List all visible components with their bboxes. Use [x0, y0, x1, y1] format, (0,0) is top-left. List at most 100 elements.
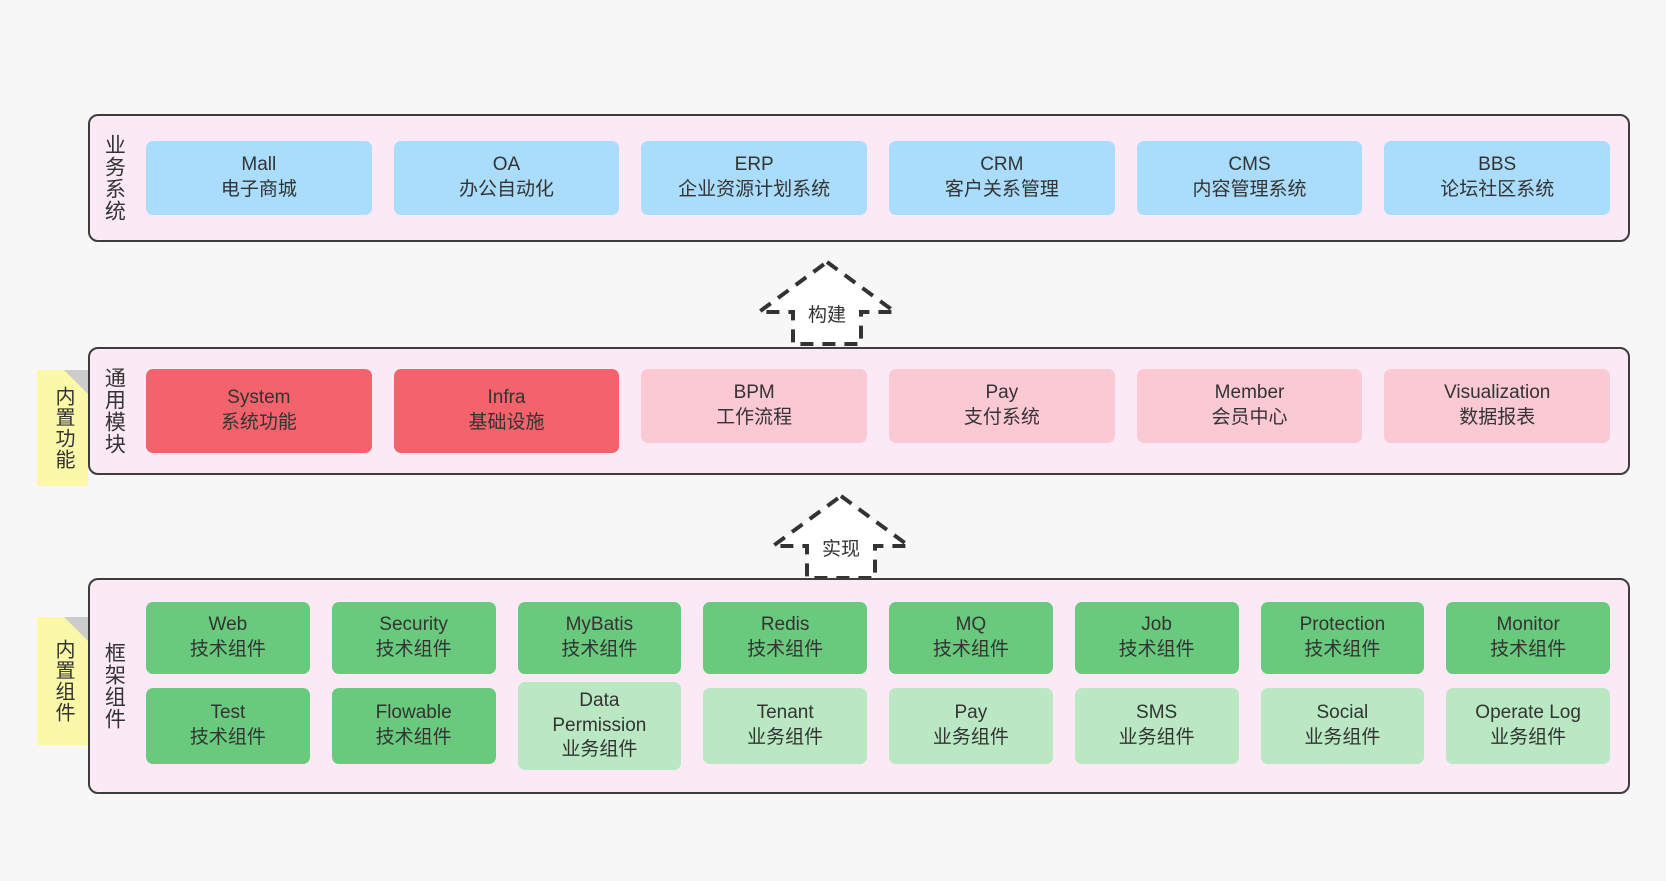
- layer-body-common-module: System 系统功能 Infra 基础设施 BPM 工作流程 Pay 支付系统…: [136, 349, 1628, 473]
- node-label-en: Monitor: [1496, 614, 1560, 636]
- node-crm[interactable]: CRM 客户关系管理: [889, 141, 1115, 215]
- node-label-cn: 技术组件: [375, 639, 452, 660]
- node-label-cn: 技术组件: [189, 727, 266, 748]
- node-mybatis[interactable]: MyBatis 技术组件: [517, 602, 682, 674]
- node-label-cn: 论坛社区系统: [1440, 179, 1555, 200]
- node-label-cn: 系统功能: [220, 412, 297, 433]
- node-label-cn: 电子商城: [220, 179, 297, 200]
- node-label-cn: 技术组件: [1490, 639, 1567, 660]
- node-label-en: ERP: [734, 154, 774, 176]
- node-tenant[interactable]: Tenant 业务组件: [703, 688, 867, 764]
- layer-common-module: 通用模块 System 系统功能 Infra 基础设施 BPM 工作流程 Pay…: [88, 347, 1630, 475]
- node-label-cn: 技术组件: [932, 639, 1009, 660]
- node-member[interactable]: Member 会员中心: [1136, 369, 1363, 443]
- node-label-cn: 办公自动化: [459, 179, 555, 200]
- node-label-en: Security: [379, 614, 448, 636]
- note-label: 内置功能: [52, 386, 74, 470]
- arrow-build-label: 构建: [807, 305, 846, 326]
- layer-body-business-system: Mall 电子商城 OA 办公自动化 ERP 企业资源计划系统 CRM 客户关系…: [136, 116, 1628, 240]
- node-label-cn: 支付系统: [963, 407, 1040, 428]
- layer-title-framework-component: 框架组件: [102, 642, 126, 730]
- layer-title-common-module: 通用模块: [102, 367, 126, 455]
- node-protection[interactable]: Protection 技术组件: [1260, 602, 1425, 674]
- framework-row-technical: Web 技术组件 Security 技术组件 MyBatis 技术组件 Redi…: [146, 602, 1610, 674]
- node-sms[interactable]: SMS 业务组件: [1074, 688, 1239, 764]
- node-label-en: MyBatis: [565, 614, 634, 636]
- node-label-en: Web: [208, 614, 248, 636]
- node-label-en: Member: [1214, 382, 1285, 404]
- node-label-en: OA: [492, 154, 521, 176]
- node-label-en: Test: [210, 702, 246, 724]
- node-label-cn: 业务组件: [561, 739, 638, 761]
- node-label-en: System: [227, 387, 291, 409]
- node-label-en: CMS: [1228, 154, 1271, 176]
- note-fold-corner-icon: [64, 617, 88, 641]
- node-operate-log[interactable]: Operate Log 业务组件: [1446, 688, 1610, 764]
- common-row: System 系统功能 Infra 基础设施 BPM 工作流程 Pay 支付系统…: [146, 369, 1611, 453]
- node-job[interactable]: Job 技术组件: [1074, 602, 1239, 674]
- node-label-en: MQ: [955, 614, 987, 636]
- node-redis[interactable]: Redis 技术组件: [703, 602, 867, 674]
- node-data-permission[interactable]: Data Permission 业务组件: [517, 682, 682, 770]
- node-label-cn: 业务组件: [747, 727, 824, 748]
- arrow-build-shape: [752, 259, 902, 346]
- node-monitor[interactable]: Monitor 技术组件: [1446, 602, 1610, 674]
- node-bbs[interactable]: BBS 论坛社区系统: [1384, 141, 1611, 215]
- node-bpm[interactable]: BPM 工作流程: [641, 369, 868, 443]
- node-label-en: Mall: [241, 154, 277, 176]
- node-label-en: Data Permission: [552, 689, 647, 736]
- layer-business-system: 业务系统 Mall 电子商城 OA 办公自动化 ERP 企业资源计划系统 CRM…: [88, 114, 1630, 242]
- node-label-cn: 数据报表: [1459, 407, 1536, 428]
- node-web[interactable]: Web 技术组件: [146, 602, 310, 674]
- business-row: Mall 电子商城 OA 办公自动化 ERP 企业资源计划系统 CRM 客户关系…: [146, 141, 1611, 215]
- note-builtin-components: 内置组件: [37, 617, 88, 745]
- node-visualization[interactable]: Visualization 数据报表: [1384, 369, 1611, 443]
- node-label-cn: 工作流程: [716, 407, 793, 428]
- node-label-cn: 技术组件: [747, 639, 824, 660]
- node-label-cn: 技术组件: [561, 639, 638, 660]
- framework-row-business: Test 技术组件 Flowable 技术组件 Data Permission …: [146, 682, 1610, 770]
- node-label-cn: 业务组件: [1118, 727, 1195, 748]
- node-pay[interactable]: Pay 支付系统: [889, 369, 1115, 443]
- arrow-build: 构建: [752, 256, 902, 348]
- node-label-en: CRM: [980, 154, 1024, 176]
- node-label-en: Protection: [1299, 614, 1386, 636]
- node-label-en: Operate Log: [1475, 702, 1581, 724]
- node-label-en: Visualization: [1444, 382, 1551, 404]
- node-label-cn: 技术组件: [189, 639, 266, 660]
- node-label-cn: 业务组件: [1490, 727, 1567, 748]
- layer-title-business-system: 业务系统: [102, 134, 126, 222]
- arrow-implement-label: 实现: [821, 539, 860, 560]
- node-label-en: Pay: [985, 382, 1019, 404]
- note-builtin-features: 内置功能: [37, 370, 88, 486]
- node-label-cn: 技术组件: [1118, 639, 1195, 660]
- node-label-cn: 技术组件: [1304, 639, 1381, 660]
- node-flowable[interactable]: Flowable 技术组件: [331, 688, 496, 764]
- node-label-en: Pay: [954, 702, 988, 724]
- node-erp[interactable]: ERP 企业资源计划系统: [641, 141, 868, 215]
- node-system[interactable]: System 系统功能: [146, 369, 372, 453]
- layer-framework-component: 框架组件 Web 技术组件 Security 技术组件 MyBatis 技术组件…: [88, 578, 1630, 794]
- node-test[interactable]: Test 技术组件: [146, 688, 310, 764]
- node-mq[interactable]: MQ 技术组件: [889, 602, 1053, 674]
- node-label-en: Redis: [760, 614, 810, 636]
- node-pay-component[interactable]: Pay 业务组件: [889, 688, 1053, 764]
- node-label-en: Flowable: [375, 702, 452, 724]
- node-cms[interactable]: CMS 内容管理系统: [1136, 141, 1363, 215]
- node-label-en: SMS: [1136, 702, 1178, 724]
- node-oa[interactable]: OA 办公自动化: [393, 141, 620, 215]
- node-label-en: Infra: [487, 387, 526, 409]
- node-label-cn: 技术组件: [375, 727, 452, 748]
- node-mall[interactable]: Mall 电子商城: [146, 141, 372, 215]
- node-security[interactable]: Security 技术组件: [331, 602, 496, 674]
- node-label-cn: 基础设施: [468, 412, 545, 433]
- node-label-cn: 业务组件: [932, 727, 1009, 748]
- node-label-en: BBS: [1478, 154, 1517, 176]
- node-label-cn: 业务组件: [1304, 727, 1381, 748]
- node-social[interactable]: Social 业务组件: [1260, 688, 1425, 764]
- layer-body-framework-component: Web 技术组件 Security 技术组件 MyBatis 技术组件 Redi…: [136, 580, 1628, 792]
- note-label: 内置组件: [52, 639, 74, 723]
- node-label-en: Tenant: [756, 702, 814, 724]
- node-infra[interactable]: Infra 基础设施: [393, 369, 620, 453]
